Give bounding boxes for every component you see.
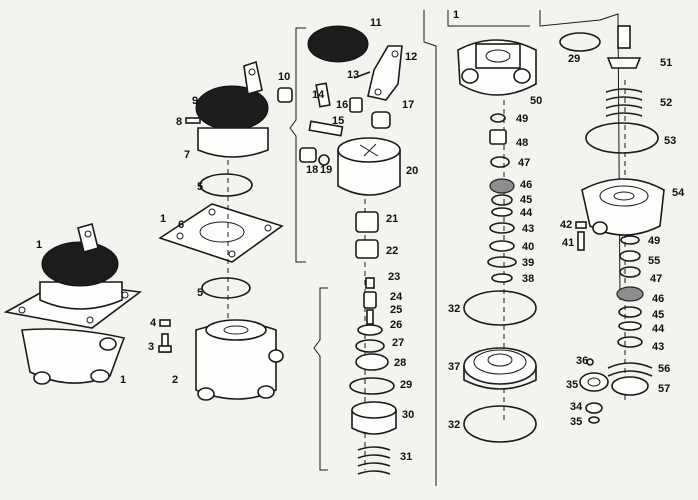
part-label: 1 [160,213,166,225]
part-label: 18 [306,164,318,176]
part-label: 43 [522,223,534,235]
part-label: 15 [332,115,344,127]
upper-control-group [289,25,403,263]
part-label: 42 [560,219,572,231]
housing-54 [581,178,665,236]
part-label: 57 [658,383,670,395]
ring-32-bottom [463,405,537,443]
part-label: 1 [453,9,459,21]
part-label: 9 [192,95,198,107]
part-label: 23 [388,271,400,283]
part-label: 45 [520,194,532,206]
part-label: 49 [648,235,660,247]
part-label: 36 [576,355,588,367]
housing-7 [197,127,269,158]
part-label: 12 [405,51,417,63]
o-ring-5-bottom [201,277,251,299]
part-label: 35 [566,379,578,391]
spring-31 [357,446,391,475]
part-label: 53 [664,135,676,147]
part-label: 29 [568,53,580,65]
part-label: 17 [402,99,414,111]
ring-32-top [463,290,537,326]
part-label: 11 [370,17,382,29]
upper-housing [39,281,123,310]
bushing-21 [355,211,379,233]
part-label: 52 [660,97,672,109]
bracket-12 [367,45,403,101]
part-label: 38 [522,273,534,285]
part-label: 37 [448,361,460,373]
part-label: 30 [402,409,414,421]
o-ring-5-top [199,173,253,197]
part-label: 47 [518,157,530,169]
ring-29 [349,377,395,395]
part-label: 44 [520,207,533,219]
part-label: 5 [197,287,203,299]
column-3-parts [457,39,537,443]
part-label: 49 [516,113,528,125]
gasket-6 [158,203,284,263]
part-label: 24 [390,291,403,303]
part-label: 16 [336,99,348,111]
part-label: 3 [148,341,154,353]
part-label: 1 [36,239,42,251]
part-label: 29 [400,379,412,391]
assembly-2-exploded [158,60,293,401]
lever-9 [243,60,263,96]
part-label: 55 [648,255,660,267]
cover-11 [307,25,369,63]
part-label: 39 [522,257,534,269]
part-label: 19 [320,164,332,176]
part-label: 5 [197,181,203,193]
bushing-22 [355,239,379,259]
part-label: 7 [184,149,190,161]
column-4-parts [559,25,665,424]
part-label: 46 [520,179,532,191]
part-label: 8 [176,116,182,128]
part-label: 34 [570,401,583,413]
part-number-labels: 1 2 3 4 5 5 6 7 8 9 10 11 12 13 14 15 16… [36,9,685,463]
part-label: 1 [120,374,126,386]
part-label: 45 [652,309,664,321]
rubber-boot [41,241,119,287]
part-label: 2 [172,374,178,386]
part-label: 20 [406,165,418,177]
part-label: 51 [660,57,672,69]
part-label: 6 [178,219,184,231]
part-label: 21 [386,213,398,225]
part-label: 25 [390,304,402,316]
part-label: 32 [448,419,460,431]
part-label: 56 [658,363,670,375]
part-label: 31 [400,451,412,463]
part-label: 41 [562,237,574,249]
boot-9 [195,85,269,131]
part-label: 47 [650,273,662,285]
lower-piston-group [313,277,397,475]
part-label: 44 [652,323,665,335]
bolt-3-4 [158,319,172,353]
part-label: 22 [386,245,398,257]
part-label: 46 [652,293,664,305]
part-label: 13 [347,69,359,81]
part-label: 14 [312,89,325,101]
part-label: 4 [150,317,157,329]
assembly-1-full-valve [3,223,143,385]
part-label: 28 [394,357,406,369]
part-label: 50 [530,95,542,107]
part-label: 26 [390,319,402,331]
part-label: 32 [448,303,460,315]
part-label: 10 [278,71,290,83]
part-label: 27 [392,337,404,349]
part-label: 40 [522,241,534,253]
part-label: 35 [570,416,582,428]
part-label: 54 [672,187,685,199]
lever [77,223,99,253]
part-label: 43 [652,341,664,353]
part-label: 48 [516,137,528,149]
